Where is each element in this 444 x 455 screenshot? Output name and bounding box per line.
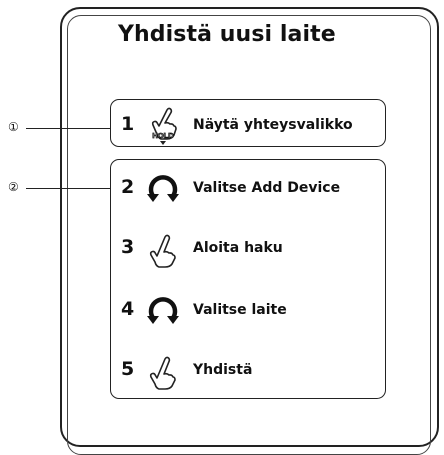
step-group-1-box [110,99,386,147]
step-number: 3 [121,236,135,258]
step-text: Valitse laite [193,302,287,318]
hand-press-icon [149,356,176,390]
step-2: 2 Valitse Add Device [121,168,381,212]
step-text: Valitse Add Device [193,180,341,196]
step-number: 5 [121,358,135,380]
rotate-dial-icon [147,297,179,324]
rotate-dial-icon [147,175,179,202]
callout-2: ② [8,180,19,194]
callout-2-leader-line [26,188,110,189]
step-4: 4 Valitse laite [121,290,381,334]
hand-hold-icon: HOLD [151,107,177,145]
step-5: 5 Yhdistä [121,350,381,394]
step-group-2-box [110,159,386,399]
callout-1-leader-line [26,128,110,129]
step-text: Aloita haku [193,240,283,256]
step-number: 2 [121,176,135,198]
step-number: 1 [121,113,135,135]
step-3: 3 Aloita haku [121,228,381,272]
step-text: Yhdistä [193,362,253,378]
hand-press-icon [149,234,176,268]
page-title: Yhdistä uusi laite [118,22,336,47]
hold-label: HOLD [152,131,174,140]
step-text: Näytä yhteysvalikko [193,117,353,133]
step-1: 1 HOLD Näytä yhteysvalikko [121,105,381,149]
callout-1: ① [8,120,19,134]
step-number: 4 [121,298,135,320]
